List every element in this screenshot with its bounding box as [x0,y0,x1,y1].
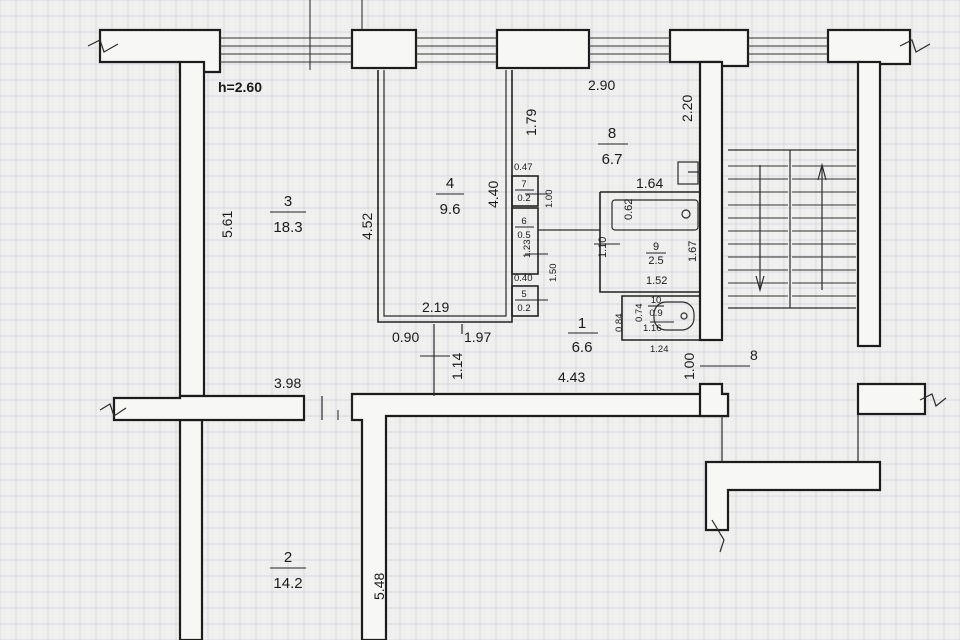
room-5-number: 5 [521,289,526,300]
room-9-number: 9 [653,241,659,253]
left-wall-upper [178,60,206,398]
dim-1-97: 1.97 [464,329,491,345]
ceiling-height: h=2.60 [218,79,262,95]
staircase [728,149,856,309]
dim-1-10: 1.10 [597,237,609,258]
left-wall-lower [178,418,204,640]
dim-5-48: 5.48 [371,573,387,600]
dim-5-61: 5.61 [219,211,235,238]
dim-1-00-small: 1.00 [544,190,555,209]
dim-2-90: 2.90 [588,77,615,93]
cross-wall-left [112,394,306,422]
room-6-area: 0.5 [517,230,530,241]
dim-2-20: 2.20 [679,95,695,122]
dim-0-90: 0.90 [392,329,419,345]
right-cross-wall [856,382,927,416]
dim-2-19: 2.19 [422,299,449,315]
wall-pier-4 [826,28,912,66]
room-7-number: 7 [521,179,526,190]
dim-0-62: 0.62 [623,199,635,220]
dim-3-98: 3.98 [274,375,301,391]
partitions [321,70,701,420]
walls [87,28,947,640]
room-8-number: 8 [608,125,616,142]
room-2-number: 2 [284,549,292,566]
room-10-number: 10 [651,295,662,306]
dimension-lines [309,0,750,420]
room-8-area: 6.7 [602,151,623,168]
stair-wall-lower [698,382,730,418]
room-1-area: 6.6 [572,339,593,356]
room-6-number: 6 [521,216,526,227]
dim-0-40: 0.40 [514,273,533,284]
dim-1-50: 1.50 [548,264,559,283]
dim-0-84: 0.84 [614,314,625,333]
dim-1-67: 1.67 [687,241,699,262]
dim-4-43: 4.43 [558,369,585,385]
dim-1-52: 1.52 [646,275,667,287]
room-3-area: 18.3 [273,219,302,236]
room-2-area: 14.2 [273,575,302,592]
room-7-area: 0.2 [517,193,530,204]
dim-1-14: 1.14 [449,353,465,380]
stair-wall-right [856,60,882,348]
wall-pier-2 [495,28,591,70]
dim-1-64: 1.64 [636,175,663,191]
dim-1-24: 1.24 [650,344,669,355]
room-9-area: 2.5 [648,255,663,267]
dim-4-52: 4.52 [359,213,375,240]
dim-1-00-right: 1.00 [681,353,697,380]
stair-label: 8 [750,347,758,363]
room-4-area: 9.6 [440,201,461,218]
dim-1-79: 1.79 [523,109,539,136]
dim-1-23: 1.23 [522,240,533,259]
room-10-area: 0.9 [649,308,662,319]
stair-wall-left [698,60,724,342]
room-labels: 1 6.6 2 14.2 3 18.3 4 9.6 5 0.2 6 0.5 7 … [270,125,666,592]
dim-1-16: 1.16 [643,323,662,334]
room-1-number: 1 [578,315,586,332]
dim-0-47: 0.47 [514,162,533,173]
dim-0-74: 0.74 [634,304,645,323]
room-5-area: 0.2 [517,303,530,314]
bottom-right-wall [704,460,882,532]
dim-4-40: 4.40 [485,181,501,208]
wall-pier-3 [668,28,750,68]
room-4-number: 4 [446,175,454,192]
room-3-number: 3 [284,193,292,210]
wall-pier-1 [350,28,418,70]
dimension-labels: h=2.60 2.90 2.20 1.79 4.40 4.52 5.61 2.1… [218,77,758,600]
